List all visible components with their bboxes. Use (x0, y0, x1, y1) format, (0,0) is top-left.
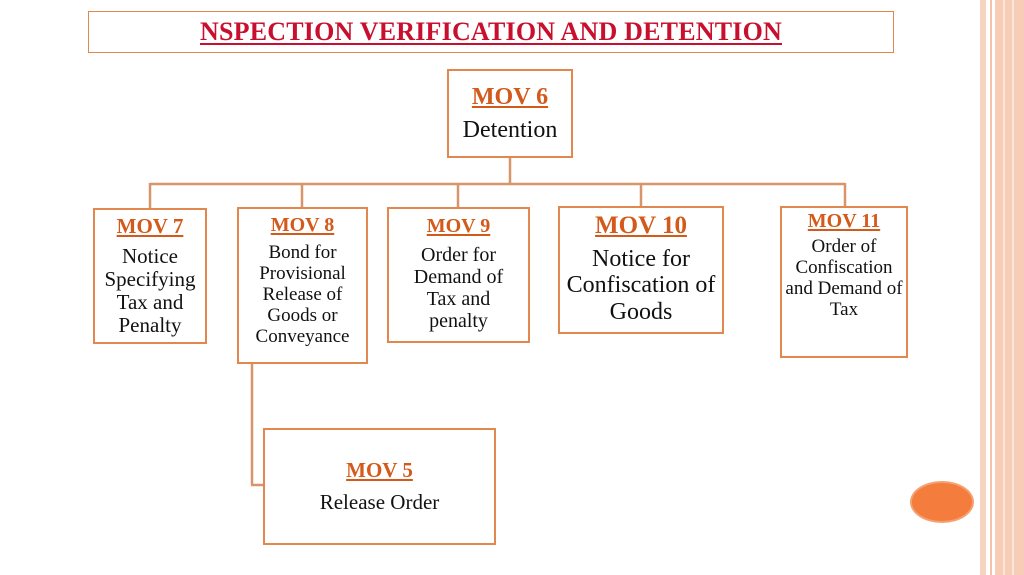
node-desc: Notice Specifying Tax and Penalty (104, 244, 196, 338)
decor-stripe (1012, 0, 1014, 575)
node-code: MOV 11 (807, 210, 881, 232)
node-desc: Order of Confiscation and Demand of Tax (785, 236, 903, 320)
node-mov5: MOV 5 Release Order (263, 428, 496, 545)
node-desc: Bond for Provisional Release of Goods or… (255, 242, 350, 347)
node-code: MOV 10 (595, 212, 687, 239)
node-code: MOV 6 (471, 83, 549, 110)
decor-stripe (1003, 0, 1005, 575)
decor-orange-circle (910, 481, 974, 523)
node-mov6: MOV 6 Detention (447, 69, 573, 158)
page-title: NSPECTION VERIFICATION AND DETENTION (200, 17, 782, 46)
decor-stripe (995, 0, 1024, 575)
node-desc: Notice for Confiscation of Goods (566, 246, 716, 325)
node-code: MOV 9 (426, 215, 491, 237)
node-mov7: MOV 7 Notice Specifying Tax and Penalty (93, 208, 207, 344)
decor-stripe (990, 0, 992, 575)
node-desc: Release Order (319, 490, 440, 515)
node-mov8: MOV 8 Bond for Provisional Release of Go… (237, 207, 368, 364)
node-desc: Order for Demand of Tax and penalty (413, 244, 504, 332)
node-mov11: MOV 11 Order of Confiscation and Demand … (780, 206, 908, 358)
node-mov10: MOV 10 Notice for Confiscation of Goods (558, 206, 724, 334)
node-desc: Detention (462, 116, 558, 143)
title-box: NSPECTION VERIFICATION AND DETENTION (88, 11, 894, 53)
node-mov9: MOV 9 Order for Demand of Tax and penalt… (387, 207, 530, 343)
node-code: MOV 5 (346, 458, 413, 483)
node-code: MOV 8 (270, 214, 335, 236)
decor-stripe (980, 0, 986, 575)
node-code: MOV 7 (116, 214, 184, 238)
